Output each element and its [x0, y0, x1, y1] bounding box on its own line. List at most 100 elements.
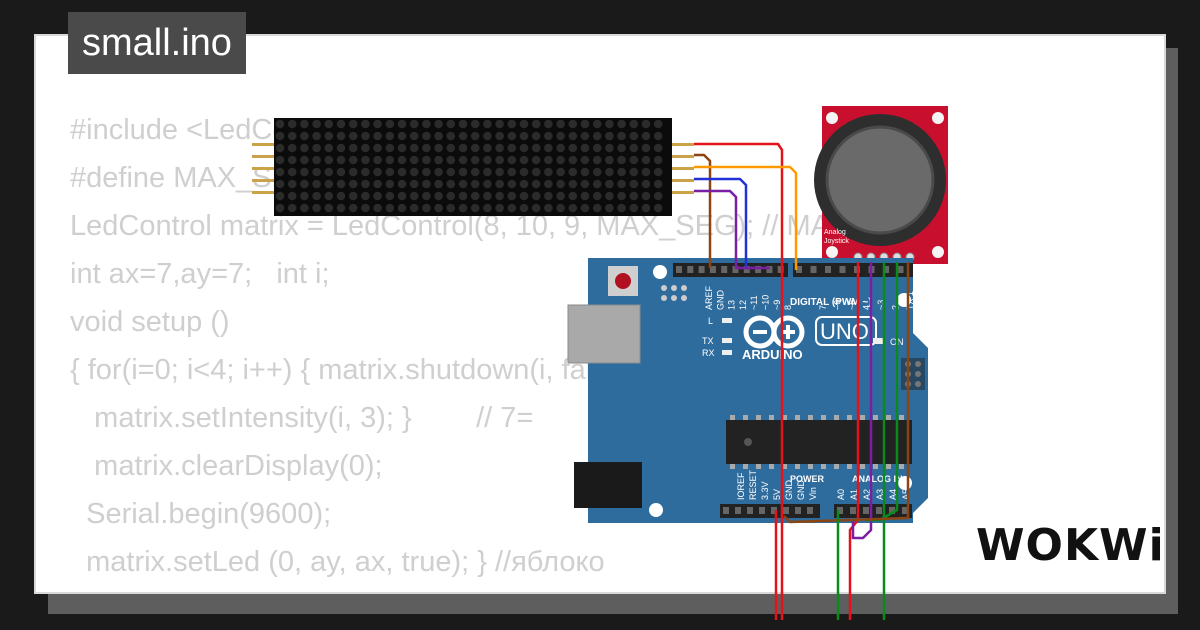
pin-label: 13: [727, 300, 737, 310]
header-pin: [850, 507, 856, 514]
led-dot: [361, 203, 370, 213]
led-dot: [348, 155, 358, 165]
pin-label: ~10: [761, 295, 771, 310]
pin-label: ~11: [749, 295, 759, 310]
pin-label: 12: [738, 300, 748, 310]
header-pin: [771, 507, 777, 514]
led-dot: [653, 167, 663, 177]
led-dot: [531, 191, 541, 201]
led-dot: [507, 155, 517, 165]
led-dot: [507, 143, 517, 153]
led-dot: [446, 167, 456, 177]
chip-notch: [744, 438, 752, 446]
led-dot: [617, 203, 626, 213]
led-dot: [300, 119, 309, 129]
code-line: int ax=7,ay=7; int i;: [70, 258, 330, 290]
led-dot: [605, 203, 614, 213]
header-pin: [743, 266, 750, 273]
header-pin: [783, 507, 789, 514]
led-dot: [470, 131, 480, 141]
led-dot: [605, 167, 614, 177]
led-dot: [519, 131, 529, 141]
led-dot: [397, 143, 407, 153]
pin-label: A1: [849, 489, 859, 500]
pin-label: 4: [862, 305, 872, 310]
led-dot: [592, 119, 602, 129]
led-dot: [483, 143, 492, 153]
led-dot: [641, 131, 651, 141]
chip-pin: [730, 415, 735, 420]
icsp-pin: [671, 285, 677, 291]
led-dot: [312, 167, 321, 177]
led-dot: [446, 119, 456, 129]
led-dot: [409, 155, 419, 165]
led-dot: [434, 131, 443, 141]
matrix-pin-right: [672, 179, 694, 182]
header-pin: [863, 507, 869, 514]
tx-label: TX: [702, 336, 714, 346]
led-dot: [544, 179, 553, 189]
joystick-label: Joystick: [824, 238, 849, 245]
led-dot: [409, 131, 419, 141]
led-dot: [629, 143, 639, 153]
led-dot: [275, 167, 285, 177]
pin-label: 5V: [772, 489, 782, 500]
led-dot: [653, 143, 663, 153]
led-rx: [722, 350, 732, 355]
led-dot: [544, 119, 553, 129]
matrix-pin-left: [252, 167, 274, 170]
header-pin: [732, 266, 739, 273]
led-dot: [544, 155, 553, 165]
led-dot: [458, 179, 468, 189]
led-dot: [641, 155, 651, 165]
pin-label: 2: [891, 305, 901, 310]
header-pin: [796, 266, 802, 273]
led-dot: [348, 203, 358, 213]
led-tx: [722, 338, 732, 343]
led-dot: [348, 119, 358, 129]
uno-label: UNO: [820, 319, 869, 344]
led-dot: [641, 191, 651, 201]
chip-pin: [860, 464, 865, 469]
led-dot: [324, 203, 334, 213]
led-dot: [568, 167, 578, 177]
led-dot: [422, 131, 431, 141]
uno-box: [815, 316, 877, 346]
led-dot: [275, 119, 285, 129]
header-pin: [897, 266, 904, 273]
led-dot: [495, 203, 504, 213]
led-dot: [361, 131, 370, 141]
chip-pin: [834, 464, 839, 469]
led-dot: [653, 179, 663, 189]
led-dot: [336, 179, 346, 189]
header-pin: [889, 507, 895, 514]
pin-label: A4: [888, 489, 898, 500]
led-l: [722, 318, 732, 323]
led-dot: [653, 131, 663, 141]
led-dot: [336, 119, 346, 129]
wire-cs: [694, 177, 756, 270]
wire-joy-gnd: [783, 262, 910, 524]
led-dot: [409, 191, 419, 201]
chip-pin: [821, 464, 826, 469]
power-jack: [574, 462, 642, 508]
led-dot: [324, 119, 334, 129]
led-dot: [458, 143, 468, 153]
mount-hole: [649, 503, 663, 517]
wire-joy-vert: [851, 262, 873, 540]
led-dot: [300, 203, 309, 213]
led-dot: [397, 119, 407, 129]
led-dot: [519, 155, 529, 165]
led-dot: [519, 143, 529, 153]
chip-pin: [769, 415, 774, 420]
led-dot: [275, 179, 285, 189]
matrix-pin-left: [252, 179, 274, 182]
wire-vcc: [694, 142, 784, 620]
led-dot: [361, 167, 370, 177]
led-dot: [422, 191, 431, 201]
header-pin: [755, 266, 762, 273]
pin-label: GND: [715, 290, 725, 311]
matrix-pin-left: [252, 143, 274, 146]
led-dot: [385, 155, 395, 165]
led-dot: [605, 119, 614, 129]
